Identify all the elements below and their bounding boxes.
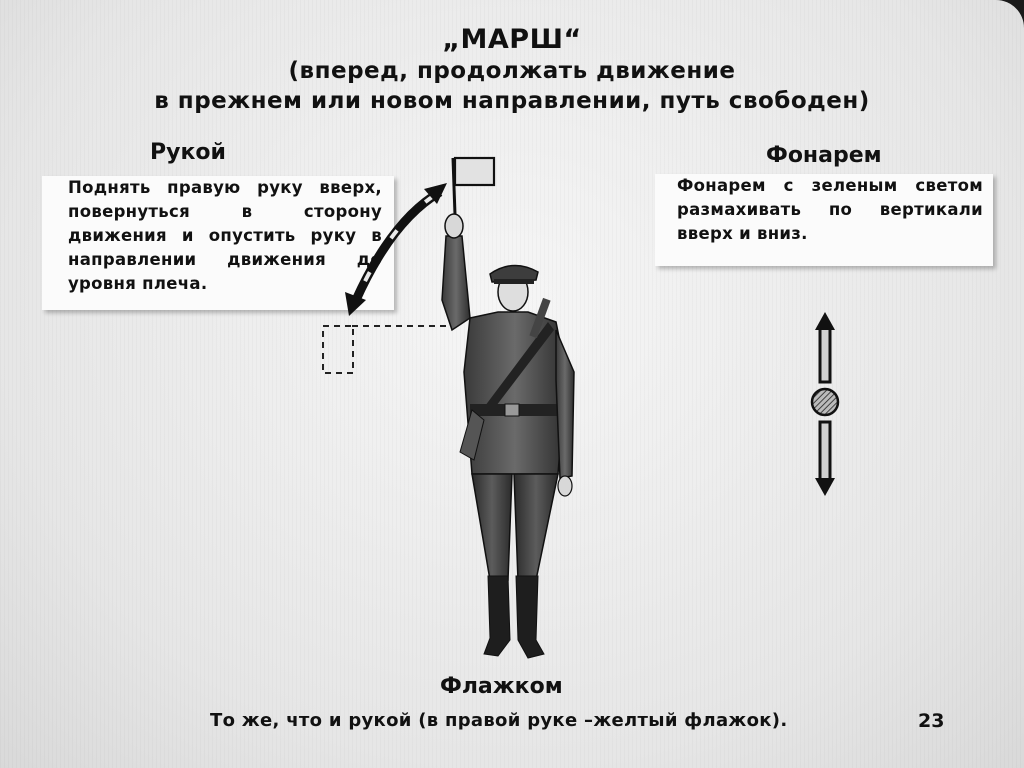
lowered-arm-outline (322, 325, 452, 374)
signal-title: „МАРШ“ (442, 24, 582, 55)
flag-heading: Флажком (440, 674, 563, 699)
lantern-instruction-text: Фонарем с зеленым светом размахивать по … (677, 176, 983, 243)
traffic-officer-figure (441, 213, 575, 659)
hand-heading: Рукой (150, 140, 226, 165)
signal-subtitle-line-2: в прежнем или новом направлении, путь св… (154, 88, 870, 114)
hand-instruction-box: Поднять правую руку вверх, повернуться в… (42, 176, 394, 310)
lantern-icon (810, 387, 840, 417)
lantern-heading: Фонарем (766, 143, 882, 168)
hand-instruction-text: Поднять правую руку вверх, повернуться в… (68, 178, 382, 293)
lantern-instruction-box: Фонарем с зеленым светом размахивать по … (655, 174, 993, 266)
signal-subtitle-line-1: (вперед, продолжать движение (288, 58, 736, 84)
flag-icon (451, 156, 496, 216)
page-number: 23 (918, 710, 945, 732)
arm-motion-arrow-icon (345, 183, 447, 316)
vertical-motion-arrow-icon (815, 312, 835, 496)
flag-instruction-text: То же, что и рукой (в правой руке –желты… (210, 710, 788, 731)
